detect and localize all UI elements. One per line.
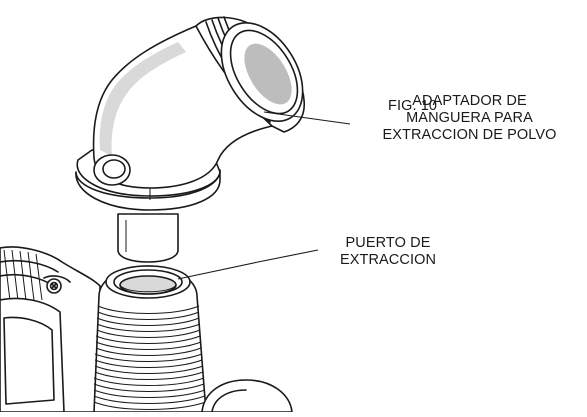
adapter-leader-line — [263, 111, 351, 125]
hose-adapter-callout-line-2: MANGUERA PARA — [406, 110, 533, 126]
dust-port — [93, 265, 207, 413]
hose-adapter-callout-line-3: EXTRACCION DE POLVO — [382, 127, 557, 143]
hose-adapter-callout-line-1: ADAPTADOR DE — [412, 93, 527, 109]
hose-adapter-callout: ADAPTADOR DE MANGUERA PARA EXTRACCION DE… — [352, 93, 587, 144]
dust-port-callout-line-2: EXTRACCION — [339, 252, 437, 268]
tool-body — [0, 246, 101, 413]
hose-adapter — [75, 16, 306, 263]
figure-number-label: FIG. 10 — [388, 98, 438, 114]
dust-port-callout: PUERTO DE EXTRACCION — [318, 235, 458, 269]
port-leader-line — [177, 249, 319, 280]
side-wheel — [201, 379, 293, 413]
dust-port-callout-line-1: PUERTO DE — [345, 235, 431, 251]
